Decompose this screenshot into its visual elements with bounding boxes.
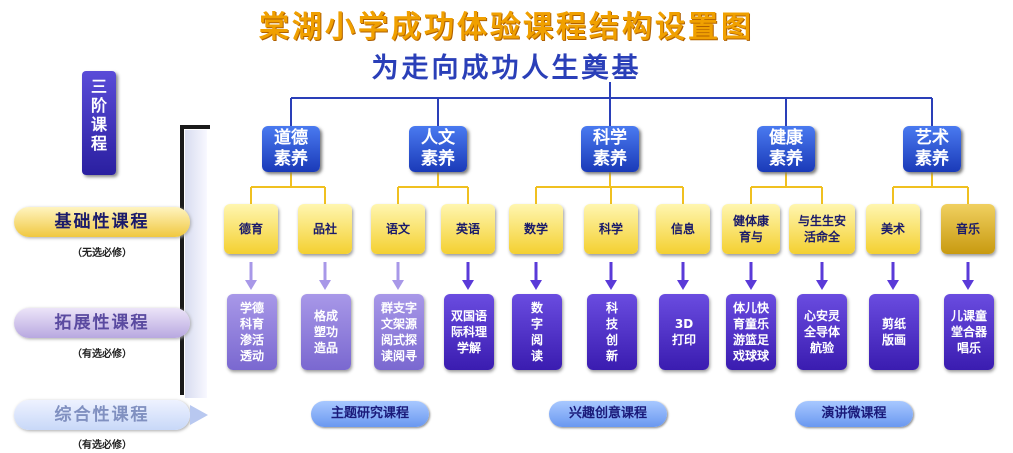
domain-line: 道德 <box>274 128 308 148</box>
basic-course-it: 信息 <box>656 204 710 254</box>
basic-course-chinese: 语文 <box>371 204 425 254</box>
domain-line: 素养 <box>593 149 627 169</box>
basic-course-english: 英语 <box>441 204 495 254</box>
extension-course-7: 体儿快育童乐游篮足戏球球 <box>726 294 776 370</box>
tier-badge-char: 三 <box>90 77 107 96</box>
extension-arrow-head <box>245 280 257 290</box>
tier-badge-char: 课 <box>90 115 107 134</box>
extension-arrow-head <box>816 280 828 290</box>
basic-course-social: 品社 <box>298 204 352 254</box>
tier-beam <box>185 130 207 398</box>
extension-arrow-head <box>605 280 617 290</box>
domain-art: 艺术 素养 <box>903 126 961 172</box>
extension-course-8: 心安灵全导体航验 <box>797 294 847 370</box>
extension-course-1: 格成塑功造品 <box>301 294 351 370</box>
domain-moral: 道德 素养 <box>262 126 320 172</box>
domain-line: 科学 <box>593 128 627 148</box>
domain-line: 人文 <box>421 128 455 148</box>
extension-course-0: 学德科育渗活透动 <box>227 294 277 370</box>
tier-line-top <box>180 125 210 129</box>
page-subtitle: 为走向成功人生奠基 <box>371 53 642 84</box>
extension-arrow-head <box>887 280 899 290</box>
domain-humanities: 人文 素养 <box>409 126 467 172</box>
page-title: 棠湖小学成功体验课程结构设置图 <box>259 10 754 45</box>
tier-basic-note: （无选必修） <box>72 248 132 259</box>
comprehensive-arrow-icon <box>190 405 208 425</box>
tier-line <box>180 125 184 395</box>
extension-course-6: 3D打印 <box>659 294 709 370</box>
extension-course-3: 双国语际科理学解 <box>444 294 494 370</box>
basic-course-pe: 健体康育与 <box>722 204 780 254</box>
extension-arrow-head <box>392 280 404 290</box>
basic-course-art: 美术 <box>866 204 920 254</box>
basic-course-music: 音乐 <box>941 204 995 254</box>
tier-comprehensive-note: （有选必修） <box>72 440 132 451</box>
tier-badge: 三 阶 课 程 <box>82 71 116 175</box>
extension-arrow-head <box>530 280 542 290</box>
tier-badge-char: 阶 <box>90 96 107 115</box>
domain-line: 艺术 <box>915 128 949 148</box>
extension-arrow-head <box>962 280 974 290</box>
tier-extension-note: （有选必修） <box>72 349 132 360</box>
extension-course-2: 群支字文架源阅式探读阅寻 <box>374 294 424 370</box>
basic-course-moral-ed: 德育 <box>224 204 278 254</box>
tier-comprehensive-label: 综合性课程 <box>14 400 190 430</box>
extension-arrow-head <box>462 280 474 290</box>
domain-line: 素养 <box>769 149 803 169</box>
comprehensive-course-interest: 兴趣创意课程 <box>549 401 667 427</box>
domain-health: 健康 素养 <box>757 126 815 172</box>
tier-extension-label: 拓展性课程 <box>14 308 190 338</box>
domain-science: 科学 素养 <box>581 126 639 172</box>
basic-course-math: 数学 <box>509 204 563 254</box>
extension-arrow-head <box>677 280 689 290</box>
domain-line: 素养 <box>274 149 308 169</box>
basic-course-science: 科学 <box>584 204 638 254</box>
domain-line: 素养 <box>915 149 949 169</box>
extension-course-4: 数字阅读 <box>512 294 562 370</box>
domain-line: 健康 <box>769 128 803 148</box>
extension-course-10: 儿课童堂合器唱乐 <box>944 294 994 370</box>
extension-course-5: 科技创新 <box>587 294 637 370</box>
tier-basic-label: 基础性课程 <box>14 207 190 237</box>
extension-course-9: 剪纸版画 <box>869 294 919 370</box>
comprehensive-course-research: 主题研究课程 <box>311 401 429 427</box>
tier-badge-char: 程 <box>90 134 107 153</box>
extension-arrow-head <box>319 280 331 290</box>
extension-arrow-head <box>745 280 757 290</box>
basic-course-life-safety: 与生生安活命全 <box>789 204 855 254</box>
comprehensive-course-speech: 演讲微课程 <box>795 401 913 427</box>
domain-line: 素养 <box>421 149 455 169</box>
